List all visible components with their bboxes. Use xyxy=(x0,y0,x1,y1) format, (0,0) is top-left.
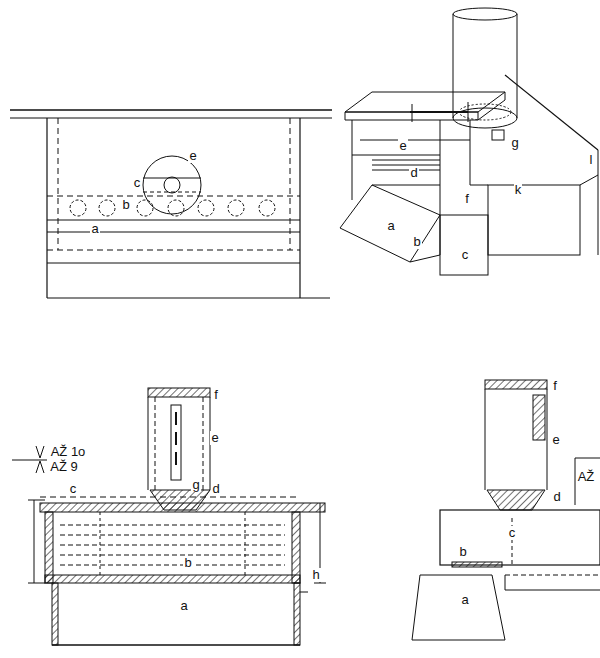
part-label: AŽ xyxy=(577,470,596,484)
part-label: f xyxy=(213,388,219,402)
front-elevation xyxy=(10,110,332,298)
part-label: e xyxy=(210,431,219,445)
part-label: e xyxy=(398,139,407,153)
part-label: f xyxy=(552,379,558,393)
part-label: b xyxy=(183,556,192,570)
part-label: a xyxy=(179,599,188,613)
part-label: AŽ 9 xyxy=(49,460,78,474)
part-label: e xyxy=(188,149,197,163)
part-label: a xyxy=(90,222,99,236)
part-label: AŽ 1o xyxy=(50,445,87,459)
part-label: d xyxy=(409,166,418,180)
part-label: d xyxy=(211,482,220,496)
part-label: c xyxy=(69,482,78,496)
part-label: b xyxy=(121,198,130,212)
part-label: h xyxy=(311,568,320,582)
longitudinal-section xyxy=(12,388,326,645)
part-label: c xyxy=(508,526,517,540)
isometric-view xyxy=(340,8,598,275)
part-label: c xyxy=(461,248,470,262)
cross-section xyxy=(412,380,600,640)
part-label: e xyxy=(551,433,560,447)
part-label: d xyxy=(552,490,561,504)
part-label: c xyxy=(133,176,142,190)
part-label: a xyxy=(460,593,469,607)
part-label: a xyxy=(386,219,395,233)
part-label: g xyxy=(510,136,519,150)
part-label: b xyxy=(458,545,467,559)
part-label: l xyxy=(589,153,594,167)
part-label: b xyxy=(412,235,421,249)
part-label: k xyxy=(514,183,523,197)
part-label: g xyxy=(191,478,200,492)
part-label: f xyxy=(464,192,470,206)
